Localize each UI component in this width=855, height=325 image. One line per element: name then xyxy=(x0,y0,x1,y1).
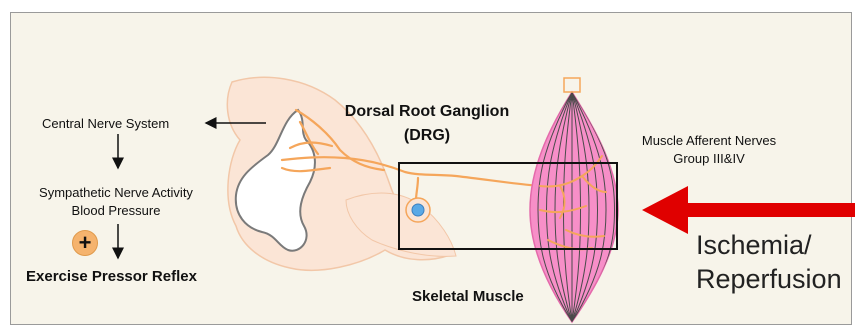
ischemia-text: Ischemia/ xyxy=(696,228,842,262)
muscle-belly xyxy=(530,92,618,322)
sympathetic-nerve-activity-text: Sympathetic Nerve Activity xyxy=(18,184,214,202)
skeletal-muscle xyxy=(530,78,619,322)
ischemia-arrow xyxy=(642,186,855,234)
muscle-afferent-label: Muscle Afferent Nerves Group III&IV xyxy=(614,132,804,168)
reperfusion-text: Reperfusion xyxy=(696,262,842,296)
drg-neuron xyxy=(406,198,430,222)
blood-pressure-text: Blood Pressure xyxy=(18,202,214,220)
muscle-afferent-text: Muscle Afferent Nerves xyxy=(614,132,804,150)
muscle-tendon xyxy=(564,78,580,92)
group-text: Group III&IV xyxy=(614,150,804,168)
drg-title: Dorsal Root Ganglion xyxy=(342,100,512,124)
drg-label: Dorsal Root Ganglion (DRG) xyxy=(342,100,512,148)
drg-abbreviation: (DRG) xyxy=(342,124,512,148)
ischemia-reperfusion-label: Ischemia/ Reperfusion xyxy=(696,228,842,296)
plus-icon: + xyxy=(72,230,98,256)
skeletal-muscle-label: Skeletal Muscle xyxy=(412,288,524,305)
exercise-pressor-reflex-label: Exercise Pressor Reflex xyxy=(26,268,197,285)
central-nerve-system-label: Central Nerve System xyxy=(42,116,169,131)
sympathetic-label: Sympathetic Nerve Activity Blood Pressur… xyxy=(18,184,214,220)
